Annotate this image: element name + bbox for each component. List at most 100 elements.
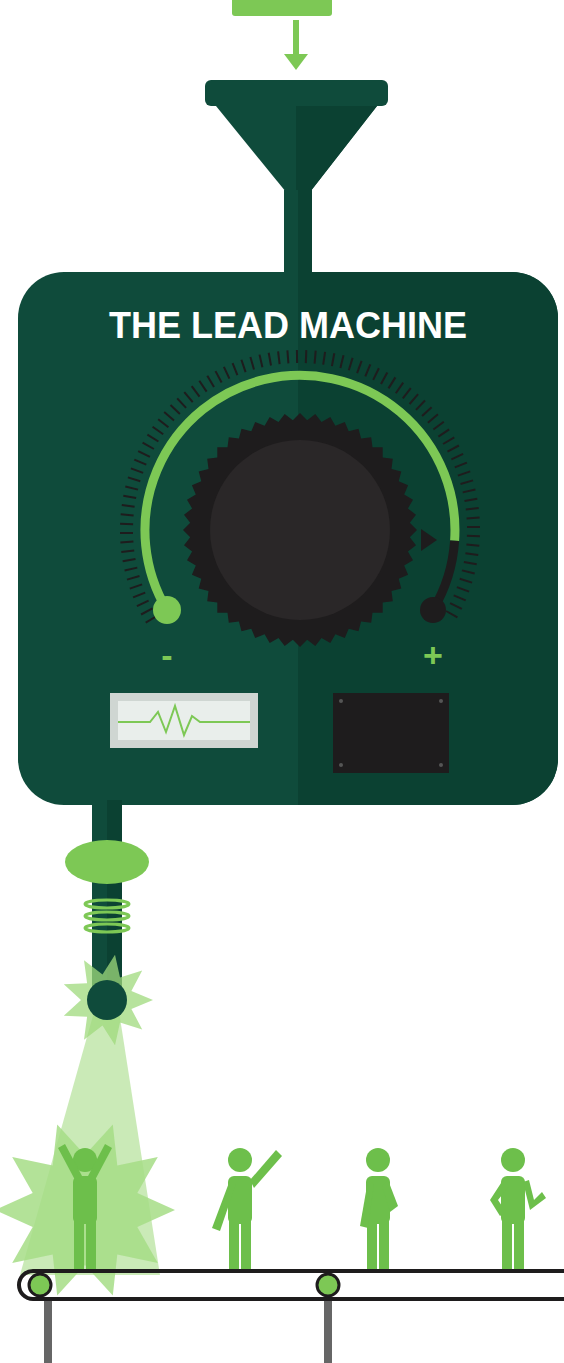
pipe-ring [65,840,149,884]
dial-tick [147,435,158,442]
funnel-cone [216,106,377,192]
dial-tick [158,419,168,427]
dial-tick [138,451,150,457]
dial-tick [396,383,403,394]
dial-tick [467,535,480,538]
dial-tick [127,576,140,580]
person-hand-raised [212,1148,282,1270]
dial-tick [120,542,133,543]
dial-tick [122,505,135,507]
dial-tick [143,443,154,449]
dial-tick [296,350,298,363]
person-arms-up [58,1144,112,1270]
dial-tick [184,392,192,402]
coil [85,900,129,908]
dial-tick [349,358,353,370]
dial-tick [403,388,411,398]
monitor-frame [110,693,258,748]
dial-tick [448,446,459,452]
dial-tick [467,526,480,528]
dial-tick [465,499,478,501]
dial-tick [269,353,271,366]
dial-tick [216,371,222,382]
dial-tick [315,351,316,364]
dial-pointer [421,529,437,551]
dial-tick [461,480,474,484]
person-standing [360,1148,398,1270]
dial-tick [410,394,419,404]
input-arrow-shaft [293,20,299,58]
screw [439,699,443,703]
screw [339,763,343,767]
dial-tick [422,407,432,416]
input-arrow-head [284,54,308,70]
input-block [232,0,332,16]
plus-dot [420,597,446,623]
conveyor-belt [19,1271,564,1299]
screw [439,763,443,767]
dial-tick [305,350,308,363]
machine-box: THE LEAD MACHINE [18,272,558,805]
dial-ticks [120,350,480,623]
machine-title: THE LEAD MACHINE [18,306,558,346]
conveyor-wheel [317,1274,339,1296]
dial-tick [192,386,200,396]
dial-tick [443,437,454,444]
dial-tick [454,595,466,600]
dial-tick [125,568,138,571]
conveyor-wheel [29,1274,51,1296]
dial-tick [233,363,238,375]
dial-tick [466,545,479,546]
dial-tick [121,514,134,515]
dial-tick [141,608,152,614]
dial-tick [125,487,138,490]
dial-tick [381,373,387,384]
person-waving [490,1148,546,1270]
dial-tick [131,468,143,473]
dial-tick [466,508,479,510]
dial-tick [120,523,133,526]
dial-tick [323,352,325,365]
dial-tick [128,477,140,481]
coil [85,924,129,932]
dial-tick [460,579,472,583]
dial-tick [446,611,457,617]
monitor-screen [118,701,250,740]
dial-tick [164,412,174,421]
dial-tick [121,550,134,552]
nozzle-ball [87,980,127,1020]
dial-tick [465,553,478,555]
dial-tick [260,355,263,368]
dial-tick [450,603,462,609]
dial-tick [207,376,214,387]
dial-tick [177,398,186,408]
dial-tick [451,454,463,460]
machine-left [18,272,558,805]
dial-tick [123,496,136,498]
knob-face [210,440,390,620]
dial-tick [463,490,476,493]
nozzle-burst [64,955,153,1046]
dial-sign: - [161,638,172,672]
dial-tick [340,355,343,368]
dial-sign: + [423,638,443,672]
funnel-stem [284,190,312,280]
funnel-shade [296,106,377,192]
dial-tick [137,601,149,607]
coil [85,912,129,920]
dial-tick [133,593,145,598]
dial-tick [123,559,136,561]
dial-tick [464,562,477,564]
conveyor-leg [44,1300,52,1363]
dial-tick [462,570,475,573]
dial-tick [287,350,288,363]
funnel-stem-shade [298,190,312,280]
dial-tick [467,517,480,518]
dial-tick [458,471,470,475]
machine-body [18,272,558,805]
dial-tick [153,427,164,434]
conveyor-leg [324,1300,332,1363]
dial-tick [199,381,206,392]
dial-tick [120,532,133,534]
